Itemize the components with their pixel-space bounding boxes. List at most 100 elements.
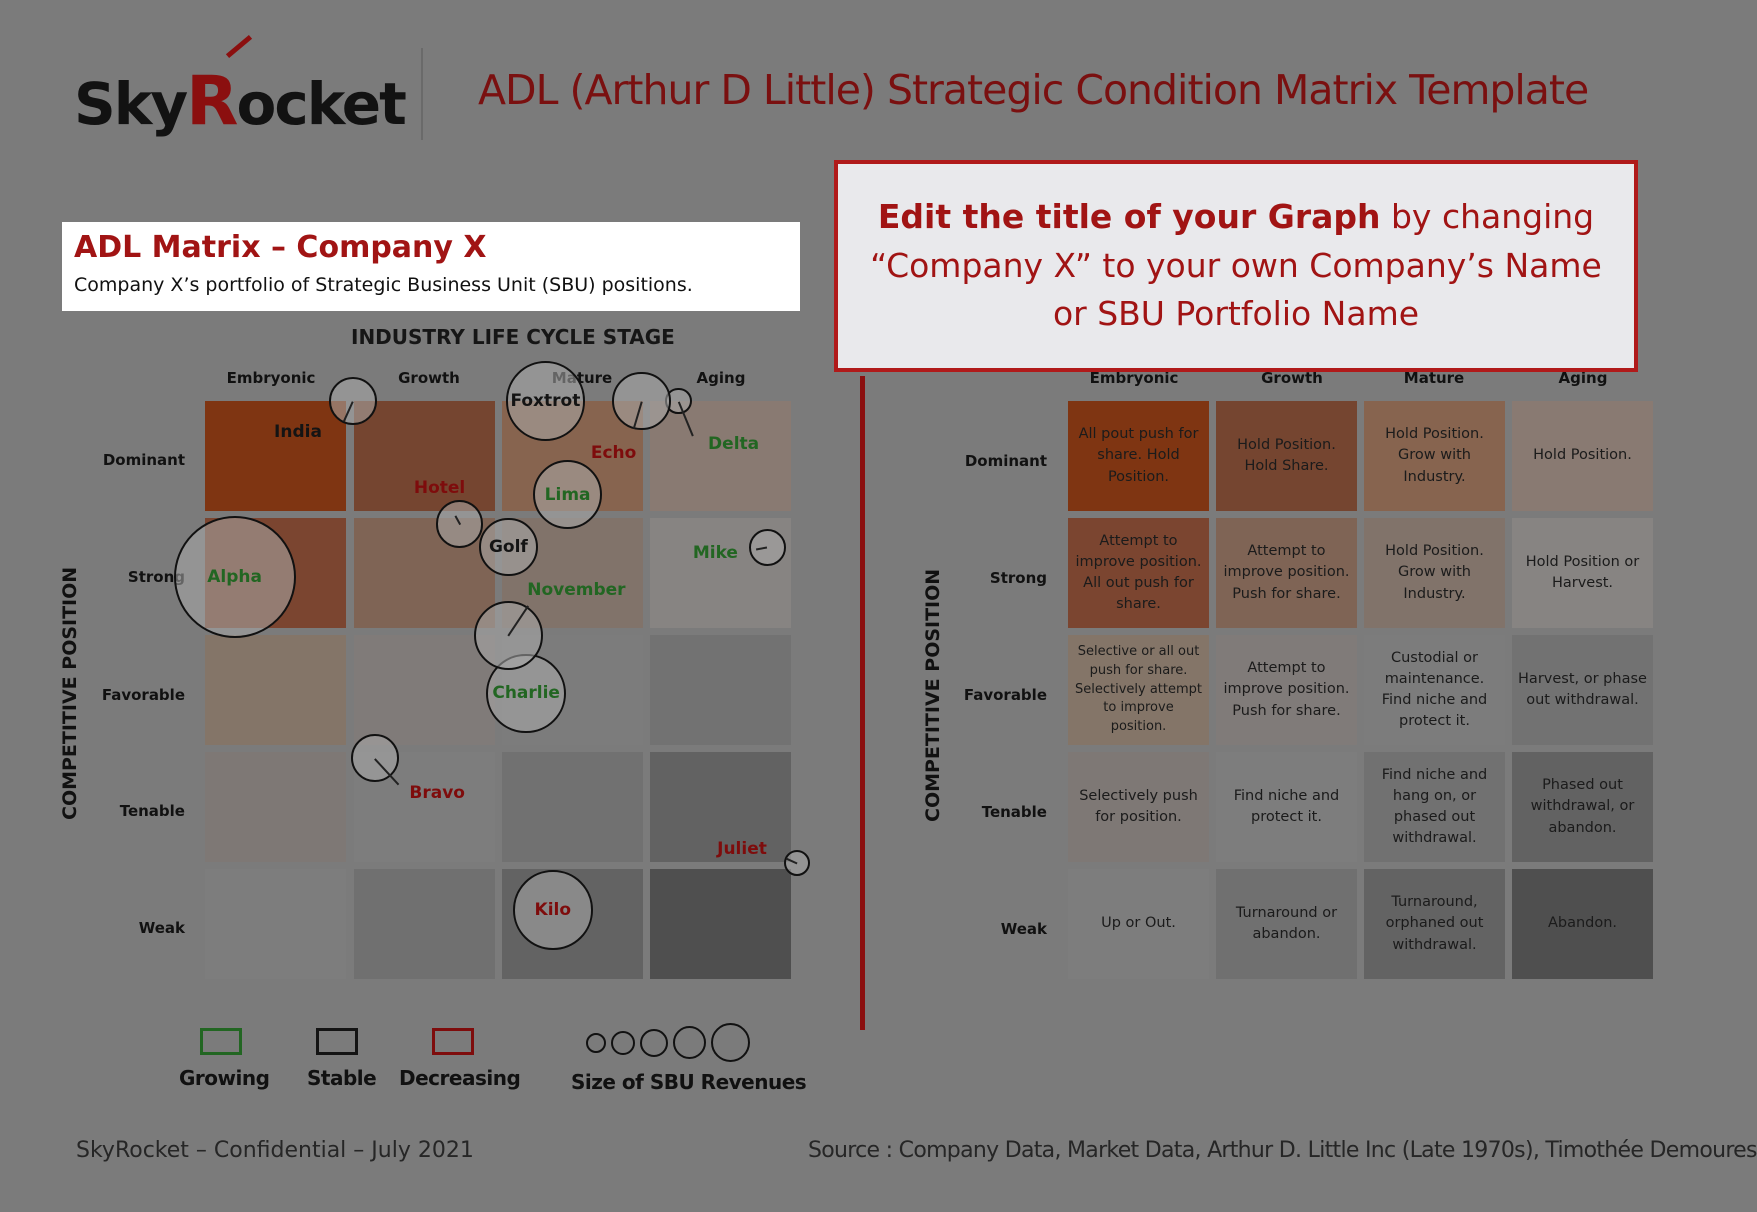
- strategy-cell-favorable-embryonic: Selective or all out push for share. Sel…: [1068, 635, 1209, 745]
- legend-stable-label: Stable: [307, 1066, 377, 1090]
- matrix-cell-dominant-aging: [650, 401, 791, 511]
- legend-stable-swatch: [316, 1028, 358, 1055]
- strategy-cell-weak-embryonic: Up or Out.: [1068, 869, 1209, 979]
- size-circle-3: [640, 1029, 668, 1057]
- matrix-cell-dominant-embryonic: [205, 401, 346, 511]
- matrix-cell-favorable-growth: [354, 635, 495, 745]
- right-col-label-aging: Aging: [1558, 369, 1608, 387]
- strategy-text: Selectively push for position.: [1079, 787, 1198, 825]
- row-label-strong: Strong: [127, 568, 185, 586]
- legend-growing-label: Growing: [179, 1066, 270, 1090]
- sbu-bubble-bravo[interactable]: [351, 733, 400, 782]
- right-competitive-position-axis-title: COMPETITIVE POSITION: [922, 568, 944, 822]
- sbu-bubble-india[interactable]: [329, 377, 377, 425]
- sbu-label-lima: Lima: [544, 484, 591, 505]
- size-circle-4: [673, 1026, 706, 1059]
- strategy-text: Turnaround or abandon.: [1235, 904, 1338, 942]
- matrix-cell-weak-aging: [650, 869, 791, 979]
- right-row-label-favorable: Favorable: [963, 686, 1047, 704]
- sbu-bubble-lima[interactable]: Lima: [533, 460, 603, 530]
- matrix-cell-tenable-aging: [650, 752, 791, 862]
- right-col-label-mature: Mature: [1403, 369, 1465, 387]
- matrix-cell-weak-growth: [354, 869, 495, 979]
- strategy-cell-strong-aging: Hold Position or Harvest.: [1512, 518, 1653, 628]
- strategy-cell-tenable-mature: Find niche and hang on, or phased out wi…: [1364, 752, 1505, 862]
- sbu-label-golf: Golf: [488, 537, 528, 558]
- sbu-bubble-kilo[interactable]: Kilo: [513, 870, 593, 950]
- edit-title-callout: Edit the title of your Graph by changing…: [834, 160, 1638, 372]
- strategy-cell-strong-mature: Hold Position. Grow with Industry.: [1364, 518, 1505, 628]
- strategy-cell-weak-aging: Abandon.: [1512, 869, 1653, 979]
- matrix-cell-favorable-embryonic: [205, 635, 346, 745]
- strategy-text: All pout push for share. Hold Position.: [1078, 426, 1199, 485]
- strategy-text: Attempt to improve position. Push for sh…: [1223, 543, 1350, 602]
- strategy-text: Attempt to improve position. All out pus…: [1075, 532, 1202, 613]
- strategy-cell-tenable-aging: Phased out withdrawal, or abandon.: [1512, 752, 1653, 862]
- right-row-label-dominant: Dominant: [964, 452, 1047, 470]
- sbu-label-echo: Echo: [590, 443, 637, 463]
- legend-decreasing-label: Decreasing: [399, 1066, 521, 1090]
- sbu-label-juliet: Juliet: [717, 839, 767, 860]
- strategy-text: Find niche and hang on, or phased out wi…: [1381, 766, 1488, 847]
- page-title: ADL (Arthur D Little) Strategic Conditio…: [478, 66, 1589, 114]
- right-row-label-strong: Strong: [989, 569, 1047, 587]
- sbu-bubble-juliet[interactable]: [783, 849, 811, 877]
- callout-rest: by changing: [1380, 196, 1595, 236]
- row-label-tenable: Tenable: [119, 802, 185, 820]
- sbu-label-kilo: Kilo: [534, 899, 572, 920]
- strategy-cell-favorable-mature: Custodial or maintenance. Find niche and…: [1364, 635, 1505, 745]
- strategy-cell-tenable-embryonic: Selectively push for position.: [1068, 752, 1209, 862]
- competitive-position-axis-title: COMPETITIVE POSITION: [59, 566, 81, 820]
- sbu-label-hotel: Hotel: [413, 477, 466, 498]
- col-label-aging: Aging: [696, 369, 746, 387]
- row-label-dominant: Dominant: [102, 451, 185, 469]
- strategy-text: Turnaround, orphaned out withdrawal.: [1385, 894, 1484, 953]
- strategy-text: Hold Position or Harvest.: [1525, 553, 1640, 591]
- sbu-bubble-echo[interactable]: [612, 371, 671, 431]
- logo-text: SkyRocket: [74, 62, 407, 141]
- strategy-cell-strong-growth: Attempt to improve position. Push for sh…: [1216, 518, 1357, 628]
- size-circle-2: [611, 1031, 635, 1055]
- graph-title[interactable]: ADL Matrix – Company X: [74, 230, 487, 265]
- strategy-cell-dominant-embryonic: All pout push for share. Hold Position.: [1068, 401, 1209, 511]
- sbu-label-alpha: Alpha: [207, 566, 262, 587]
- legend-size-label: Size of SBU Revenues: [571, 1070, 807, 1094]
- strategy-cell-favorable-aging: Harvest, or phase out withdrawal.: [1512, 635, 1653, 745]
- strategy-text: Hold Position. Grow with Industry.: [1385, 543, 1484, 602]
- row-label-favorable: Favorable: [101, 686, 185, 704]
- strategy-cell-weak-growth: Turnaround or abandon.: [1216, 869, 1357, 979]
- strategy-cell-tenable-growth: Find niche and protect it.: [1216, 752, 1357, 862]
- strategy-text: Abandon.: [1547, 915, 1618, 932]
- sbu-label-november: November: [527, 580, 626, 600]
- matrix-cell-dominant-growth: [354, 401, 495, 511]
- strategy-cell-dominant-mature: Hold Position. Grow with Industry.: [1364, 401, 1505, 511]
- sbu-label-charlie: Charlie: [492, 683, 560, 704]
- sbu-bubble-golf[interactable]: Golf: [479, 518, 538, 577]
- callout-bold: Edit the title of your Graph: [877, 196, 1381, 236]
- size-circle-5: [711, 1023, 750, 1062]
- right-row-label-weak: Weak: [1000, 920, 1047, 938]
- logo-accent-mark: [225, 34, 253, 59]
- strategy-cell-favorable-growth: Attempt to improve position. Push for sh…: [1216, 635, 1357, 745]
- strategy-text: Harvest, or phase out withdrawal.: [1518, 670, 1647, 708]
- legend-growing-swatch: [200, 1028, 242, 1055]
- graph-subtitle[interactable]: Company X’s portfolio of Strategic Busin…: [74, 274, 693, 296]
- strategy-text: Phased out withdrawal, or abandon.: [1530, 777, 1635, 836]
- right-col-label-growth: Growth: [1261, 369, 1323, 387]
- strategy-cell-weak-mature: Turnaround, orphaned out withdrawal.: [1364, 869, 1505, 979]
- skyrocket-logo: SkyRocket: [74, 34, 407, 141]
- header-divider: [421, 48, 423, 140]
- size-circle-1: [586, 1033, 606, 1053]
- strategy-cell-dominant-aging: Hold Position.: [1512, 401, 1653, 511]
- matrix-cell-tenable-mature: [502, 752, 643, 862]
- footer-confidential: SkyRocket – Confidential – July 2021: [76, 1138, 474, 1163]
- sbu-bubble-mike[interactable]: [748, 528, 786, 566]
- sbu-bubble-foxtrot[interactable]: Foxtrot: [505, 361, 586, 441]
- sbu-bubble-alpha[interactable]: Alpha: [173, 515, 296, 638]
- sbu-bubble-charlie[interactable]: Charlie: [486, 653, 566, 734]
- life-cycle-axis-title: INDUSTRY LIFE CYCLE STAGE: [351, 325, 675, 349]
- strategy-text: Custodial or maintenance. Find niche and…: [1381, 649, 1488, 730]
- strategy-text: Hold Position. Grow with Industry.: [1385, 426, 1484, 485]
- sbu-label-foxtrot: Foxtrot: [510, 390, 581, 411]
- right-row-label-tenable: Tenable: [981, 803, 1047, 821]
